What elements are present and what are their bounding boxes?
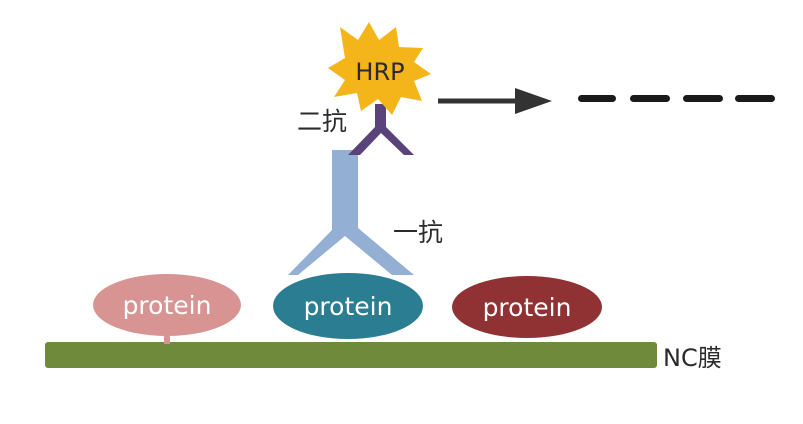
nc-membrane [45,342,657,368]
protein-middle-label: protein [304,292,393,321]
protein-left-stem [164,330,170,344]
protein-right-label: protein [483,293,572,322]
protein-left-label: protein [123,291,212,320]
blot-band [735,95,775,102]
blot-bands [578,95,775,102]
hrp-enzyme: HRP [328,22,431,115]
hrp-label: HRP [355,58,404,86]
protein-left-shape [93,274,241,336]
secondary-antibody-label: 二抗 [297,107,347,136]
blot-band [683,95,723,102]
hrp-starburst [328,22,431,115]
protein-right-shape [452,276,602,338]
protein-middle: protein [273,273,423,339]
arrow-head [515,88,552,114]
protein-middle-shape [273,273,423,339]
protein-right: protein [452,276,602,338]
blot-band [578,95,616,102]
secondary-antibody [348,104,414,155]
primary-antibody [288,150,414,275]
secondary-antibody-shape [348,104,414,155]
detection-arrow [438,88,552,114]
nc-membrane-label: NC膜 [663,344,722,372]
blot-band [630,95,670,102]
protein-left: protein [93,274,241,344]
primary-antibody-shape [288,150,414,275]
primary-antibody-label: 一抗 [393,218,443,247]
